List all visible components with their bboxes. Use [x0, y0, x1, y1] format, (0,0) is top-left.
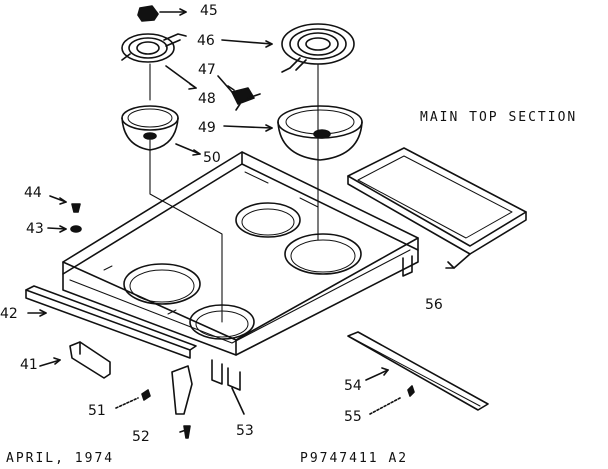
part-51-screw — [115, 389, 151, 409]
part-49-drip-bowl-large — [223, 105, 363, 161]
label-43: 43 — [26, 221, 44, 237]
part-47-terminal-block — [227, 85, 261, 111]
section-title: MAIN TOP SECTION — [420, 110, 578, 125]
label-46: 46 — [197, 33, 215, 49]
cooktop-frame — [62, 151, 419, 391]
label-52: 52 — [132, 429, 150, 445]
label-42: 42 — [0, 306, 18, 322]
label-54: 54 — [344, 378, 362, 394]
part-56-top-panel — [347, 147, 527, 269]
label-45: 45 — [200, 3, 218, 19]
label-50: 50 — [203, 150, 221, 166]
label-53: 53 — [236, 423, 254, 439]
part-55-clip — [369, 385, 415, 415]
label-41: 41 — [20, 357, 38, 373]
part-44-screw — [49, 195, 81, 213]
part-48-surface-element-small — [121, 33, 197, 90]
part-45-cap — [137, 5, 187, 22]
label-47: 47 — [198, 62, 216, 78]
part-46-surface-element-large — [221, 23, 355, 73]
alignment-lines — [149, 63, 319, 323]
label-55: 55 — [344, 409, 362, 425]
label-48: 48 — [198, 91, 216, 107]
label-56: 56 — [425, 297, 443, 313]
part-42-front-rail — [25, 285, 197, 359]
part-50-drip-bowl-small — [121, 105, 201, 156]
burner-opening-rear-left — [235, 202, 301, 238]
label-49: 49 — [198, 120, 216, 136]
part-53-leader — [231, 387, 245, 415]
burner-opening-front-left — [123, 263, 201, 305]
part-41-bracket — [39, 341, 111, 379]
part-54-trim-strip — [347, 331, 489, 411]
footer-code: P9747411 A2 — [300, 451, 409, 466]
burner-openings — [123, 202, 362, 340]
label-51: 51 — [88, 403, 106, 419]
part-52-leveling-leg — [171, 365, 193, 439]
label-44: 44 — [24, 185, 42, 201]
footer-date: APRIL, 1974 — [6, 451, 115, 466]
part-47-leader — [217, 75, 233, 93]
burner-opening-rear-right — [284, 233, 362, 275]
part-43-washer — [47, 225, 82, 233]
